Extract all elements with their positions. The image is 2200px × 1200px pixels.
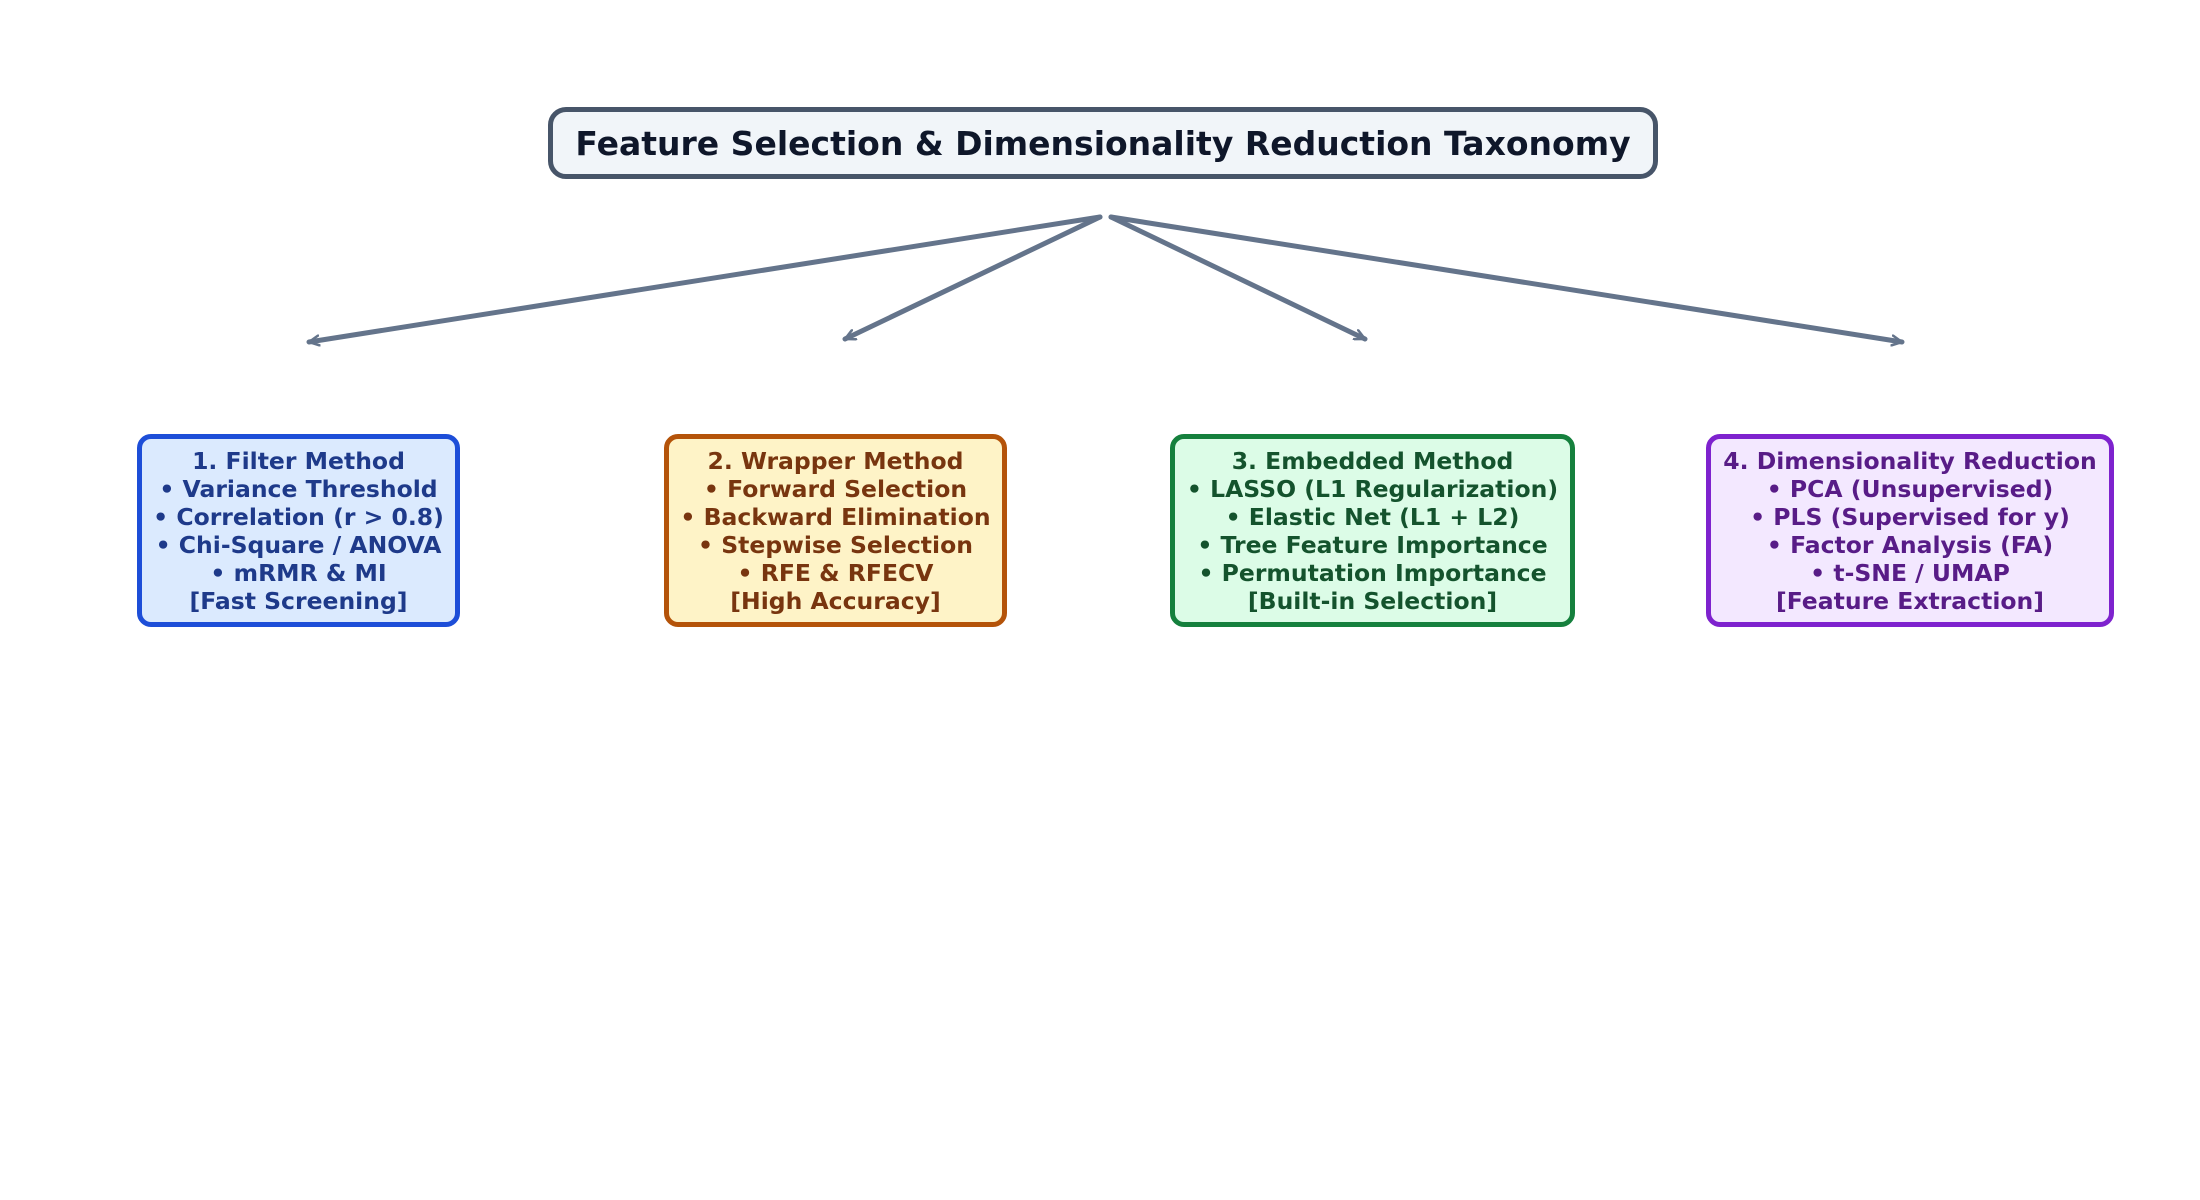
node-item: • Tree Feature Importance [1197,530,1548,559]
node-tag: [High Accuracy] [730,586,941,615]
node-item: • t-SNE / UMAP [1810,558,2010,587]
node-tag: [Fast Screening] [189,586,408,615]
arrow-to-wrapper [842,214,1103,342]
arrow-to-filter [306,214,1103,342]
node-item: • LASSO (L1 Regularization) [1186,474,1559,503]
taxonomy-title: Feature Selection & Dimensionality Reduc… [575,123,1631,163]
node-item: • Permutation Importance [1198,558,1547,587]
node-heading: 2. Wrapper Method [707,446,964,475]
node-item: • Backward Elimination [680,502,991,531]
node-heading: 1. Filter Method [192,446,405,475]
filter-method-node: 1. Filter Method • Variance Threshold • … [137,434,460,627]
node-item: • RFE & RFECV [737,558,934,587]
node-tag: [Feature Extraction] [1775,586,2045,615]
node-item: • mRMR & MI [210,558,387,587]
node-item: • Factor Analysis (FA) [1766,530,2054,559]
node-item: • Chi-Square / ANOVA [155,530,442,559]
node-heading: 4. Dimensionality Reduction [1723,446,2097,475]
taxonomy-title-box: Feature Selection & Dimensionality Reduc… [548,107,1658,179]
node-item: • Elastic Net (L1 + L2) [1225,502,1520,531]
arrow-to-dimred [1108,214,1905,342]
node-item: • PCA (Unsupervised) [1766,474,2054,503]
node-tag: [Built-in Selection] [1247,586,1498,615]
node-item: • Variance Threshold [159,474,438,503]
dimensionality-reduction-node: 4. Dimensionality Reduction • PCA (Unsup… [1706,434,2114,627]
embedded-method-node: 3. Embedded Method • LASSO (L1 Regulariz… [1170,434,1575,627]
arrow-to-embedded [1108,214,1368,342]
wrapper-method-node: 2. Wrapper Method • Forward Selection • … [664,434,1007,627]
node-heading: 3. Embedded Method [1231,446,1514,475]
node-item: • Forward Selection [703,474,968,503]
node-item: • PLS (Supervised for y) [1750,502,2070,531]
node-item: • Stepwise Selection [698,530,973,559]
node-item: • Correlation (r > 0.8) [153,502,444,531]
